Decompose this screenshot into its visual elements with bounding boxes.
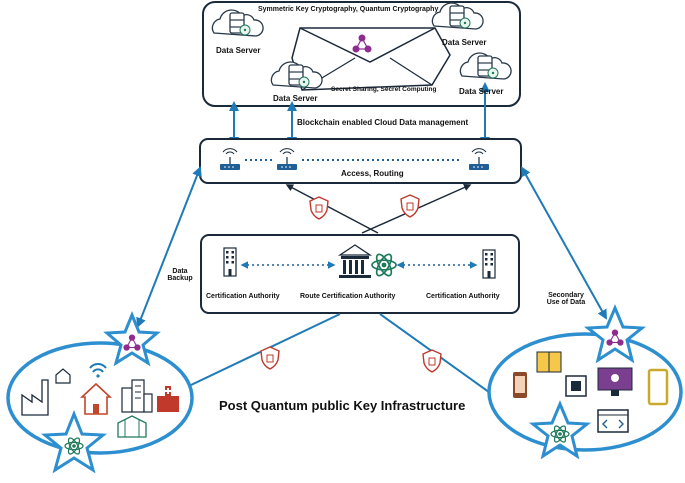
envelope-icon <box>291 27 451 91</box>
star-node <box>528 400 592 460</box>
monitor-icon <box>597 367 633 396</box>
hospital-icon <box>157 386 179 412</box>
data-server-label: Data Server <box>273 94 318 103</box>
building-icon <box>223 247 237 277</box>
star-node <box>41 409 107 474</box>
ca-left-label: Certification Authority <box>206 293 280 300</box>
shield-icon <box>309 196 329 220</box>
data-server-label: Data Server <box>216 46 261 55</box>
building-icon <box>482 249 496 279</box>
data-server-label: Data Server <box>442 38 487 47</box>
wifi-icon <box>89 363 107 378</box>
code-window-icon <box>597 409 629 433</box>
bank-icon <box>337 244 373 278</box>
tablet-icon <box>647 368 669 406</box>
access-routing-label: Access, Routing <box>341 169 404 178</box>
arrow <box>285 184 379 234</box>
cloud-top-label: Symmetric Key Cryptography, Quantum Cryp… <box>258 6 439 13</box>
small-house-icon <box>55 368 71 384</box>
access-routing-box <box>199 138 522 184</box>
ca-right-label: Certification Authority <box>426 293 500 300</box>
city-icon <box>121 379 153 413</box>
cloud-middle-label: Secret Sharing, Secret Computing <box>331 86 437 93</box>
star-node <box>583 304 647 364</box>
greenhouse-icon <box>117 415 147 438</box>
ca-center-label: Route Certification Authority <box>300 293 396 300</box>
data-backup-arrow <box>136 166 202 328</box>
secondary-use-arrow <box>521 166 607 320</box>
secondary-use-label: Secondary Use of Data <box>546 292 586 306</box>
shield-icon <box>422 349 442 373</box>
phone-icon <box>513 372 527 398</box>
certification-authority-box <box>200 234 520 314</box>
shield-icon <box>260 346 280 370</box>
star-node <box>103 311 161 367</box>
data-backup-label: Data Backup <box>167 268 193 282</box>
book-icon <box>536 351 562 373</box>
chip-icon <box>565 375 587 397</box>
pqpki-title: Post Quantum public Key Infrastructure <box>219 398 466 413</box>
data-server-label: Data Server <box>459 87 504 96</box>
arrow <box>168 313 341 397</box>
house-icon <box>79 382 113 415</box>
factory-icon <box>21 379 49 416</box>
blockchain-label: Blockchain enabled Cloud Data management <box>297 118 469 127</box>
